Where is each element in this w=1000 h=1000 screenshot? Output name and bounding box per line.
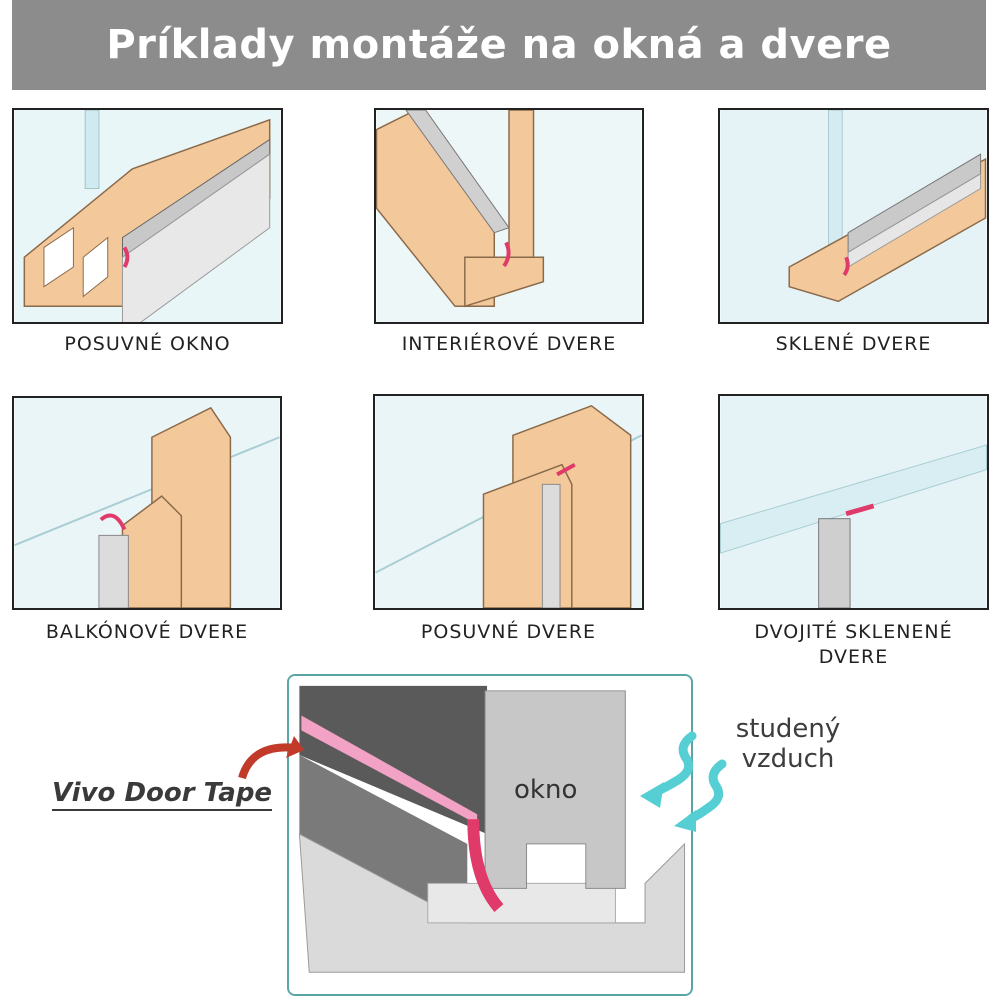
caption-double-glass-door: DVOJITÉ SKLENENÉ DVERE bbox=[754, 621, 953, 668]
cold-air-label: studený vzduch bbox=[718, 714, 858, 774]
caption-interior-door: INTERIÉROVÉ DVERE bbox=[401, 333, 617, 355]
sliding-window-illustration bbox=[14, 110, 281, 322]
example-panel-sliding-door bbox=[373, 394, 644, 610]
caption-sliding-window: POSUVNÉ OKNO bbox=[64, 333, 231, 355]
double-glass-door-illustration bbox=[720, 396, 987, 608]
header-banner: Príklady montáže na okná a dvere bbox=[12, 0, 986, 90]
example-panel-double-glass-door bbox=[718, 394, 989, 610]
example-panel-interior-door bbox=[374, 108, 644, 324]
example-panel-balcony-door bbox=[12, 396, 282, 610]
window-label: okno bbox=[514, 775, 578, 805]
page-title: Príklady montáže na okná a dvere bbox=[106, 22, 892, 68]
cold-air-label-line1: studený bbox=[735, 714, 841, 744]
example-panel-sliding-window bbox=[12, 108, 283, 324]
product-label: Vivo Door Tape bbox=[52, 778, 273, 811]
glass-door-illustration bbox=[720, 110, 987, 322]
caption-sliding-door: POSUVNÉ DVERE bbox=[420, 621, 597, 643]
tape-detail-illustration bbox=[287, 674, 693, 996]
caption-balcony-door: BALKÓNOVÉ DVERE bbox=[45, 621, 249, 643]
example-panel-glass-door bbox=[718, 108, 989, 324]
cold-air-label-line2: vzduch bbox=[741, 744, 835, 774]
caption-glass-door: SKLENÉ DVERE bbox=[775, 333, 932, 355]
balcony-door-illustration bbox=[14, 398, 280, 608]
tape-cross-section bbox=[289, 676, 691, 994]
red-arrow-icon bbox=[238, 736, 304, 780]
sliding-door-illustration bbox=[375, 396, 642, 608]
cold-air-arrows-icon bbox=[640, 731, 727, 832]
interior-door-illustration bbox=[376, 110, 642, 322]
